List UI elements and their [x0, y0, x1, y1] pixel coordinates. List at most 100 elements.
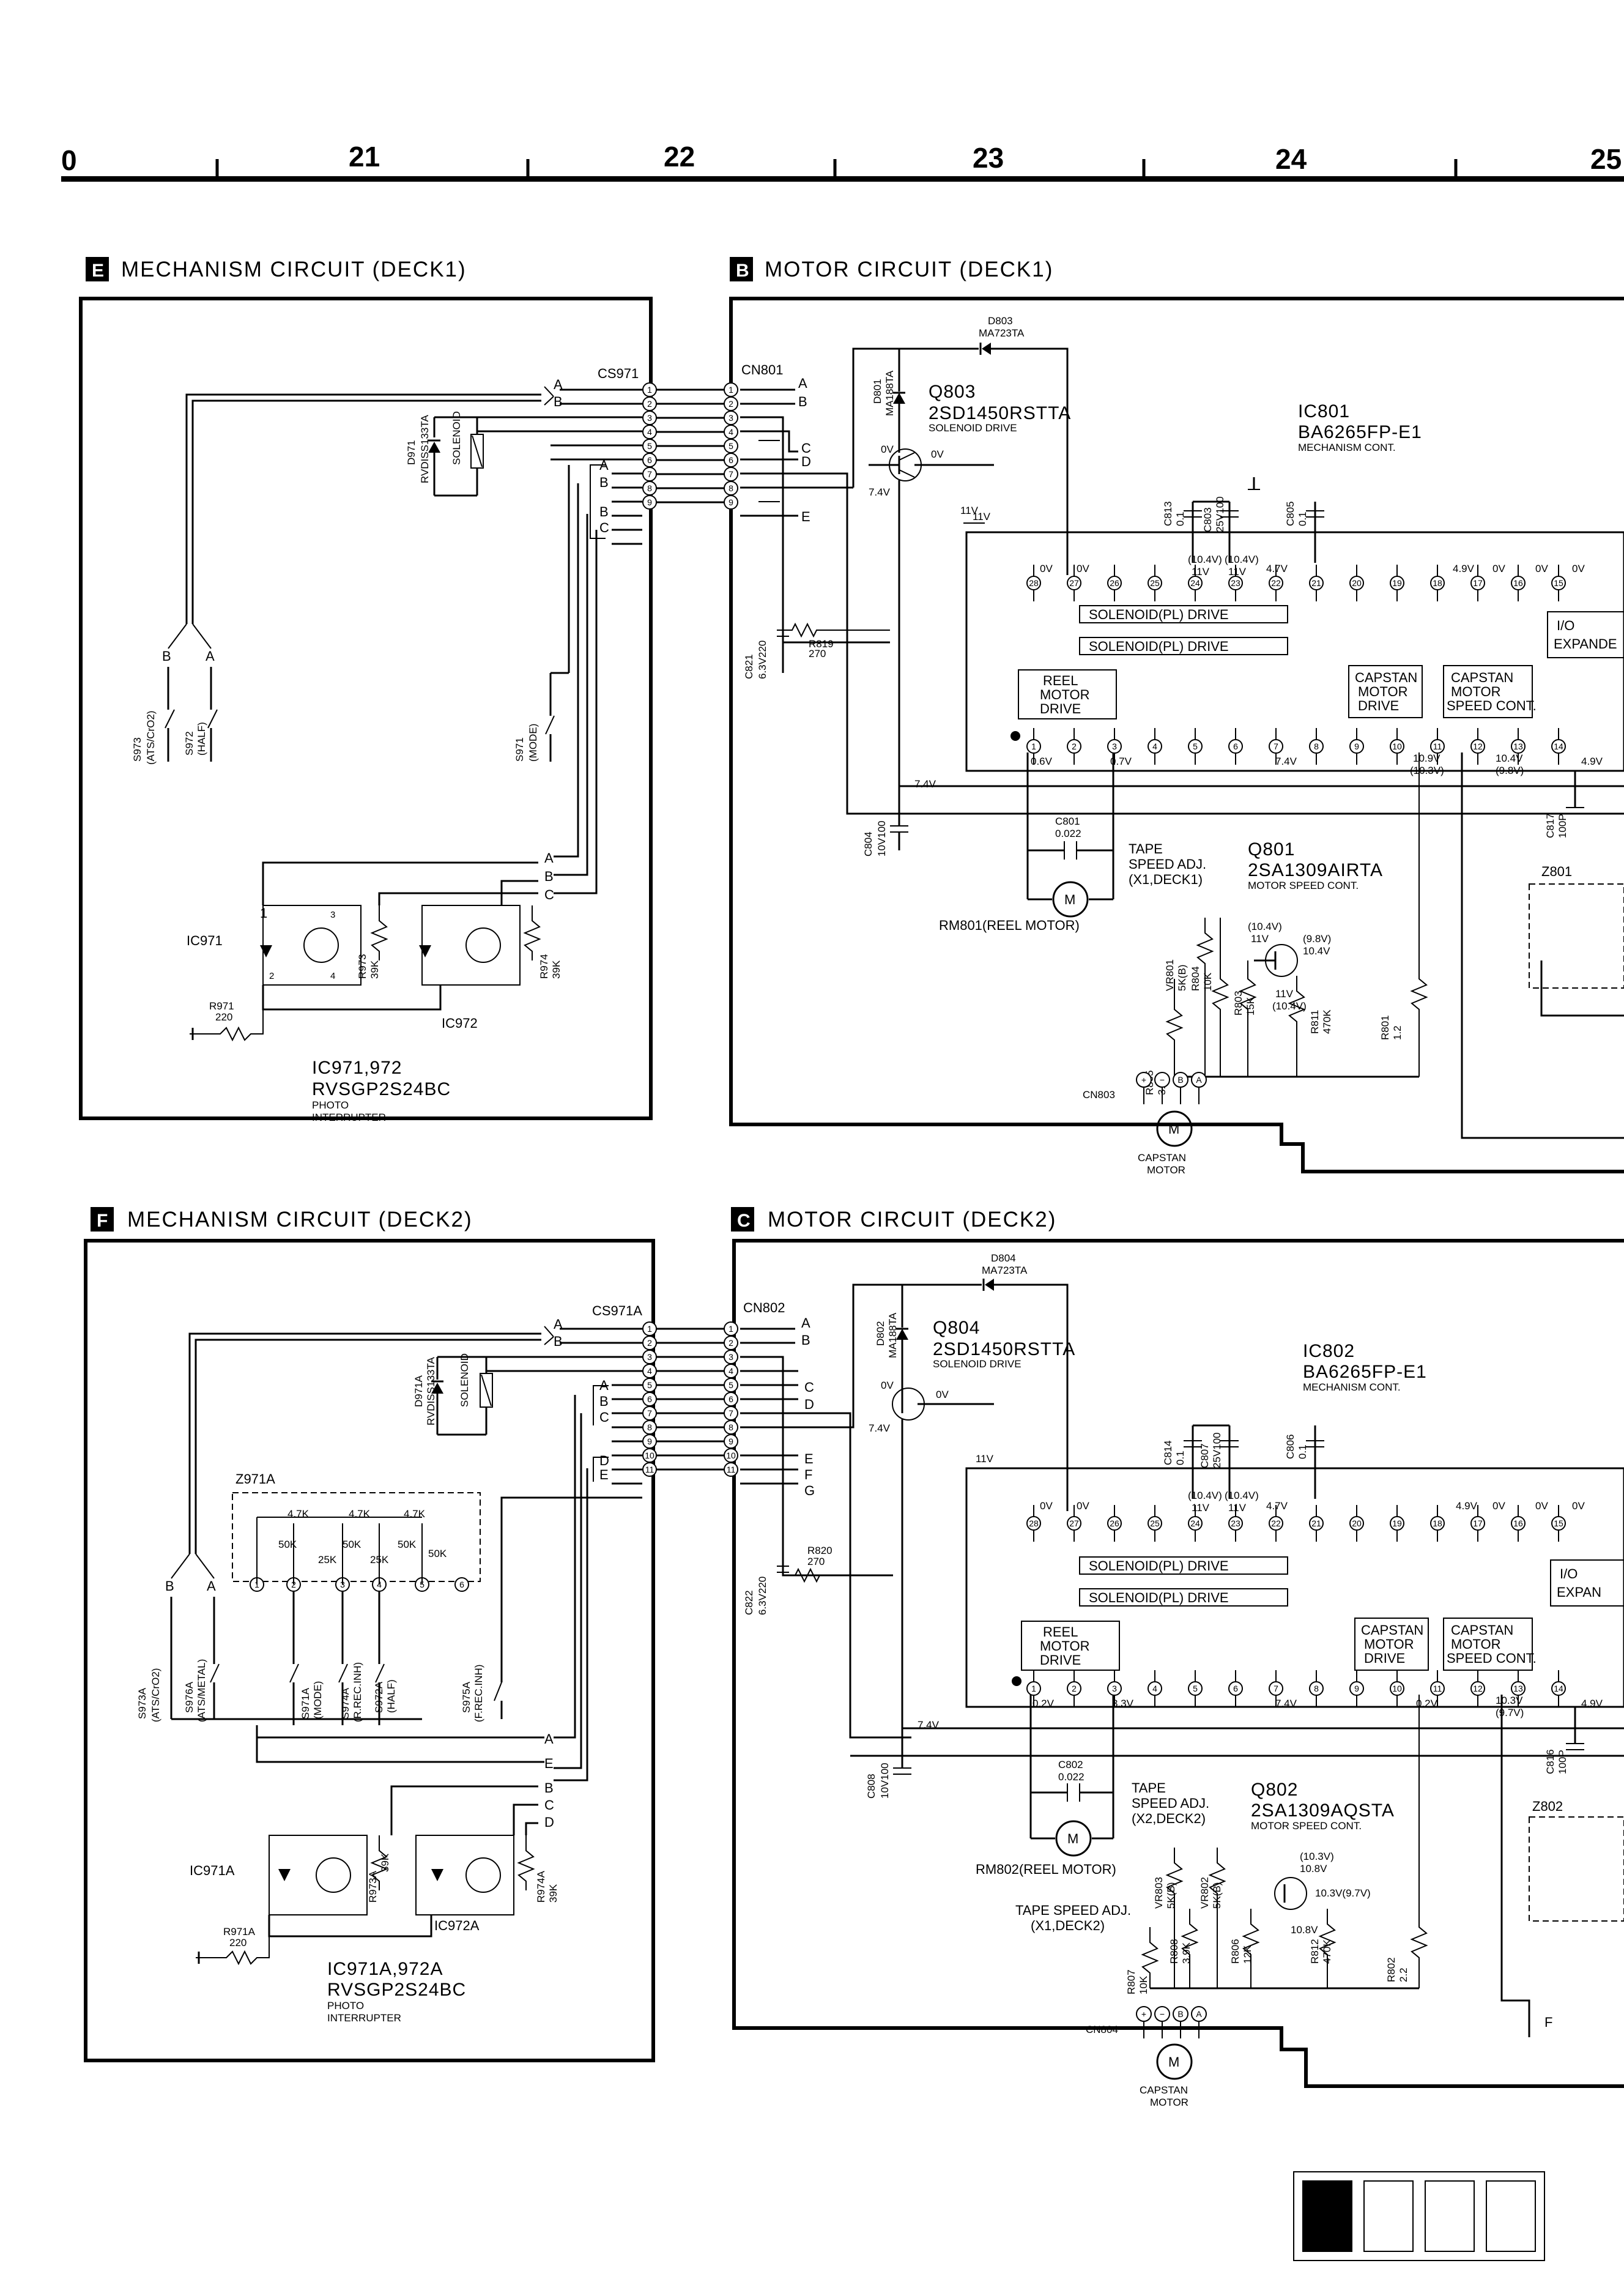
svg-text:Q802: Q802 — [1251, 1780, 1298, 1800]
svg-text:S971A: S971A — [300, 1687, 311, 1719]
svg-text:2SA1309AIRTA: 2SA1309AIRTA — [1248, 860, 1383, 880]
pin-number: 16 — [1513, 1518, 1523, 1528]
svg-text:S974A: S974A — [339, 1687, 351, 1719]
svg-text:A: A — [206, 648, 215, 664]
q803-label: Q803 — [929, 382, 976, 402]
svg-text:Z801: Z801 — [1541, 864, 1572, 879]
pin-number: 7 — [647, 469, 652, 479]
svg-text:SOLENOID DRIVE: SOLENOID DRIVE — [933, 1358, 1021, 1370]
svg-text:11V: 11V — [1275, 988, 1294, 1000]
pin-marker — [724, 495, 738, 510]
pin-number: 4 — [729, 427, 733, 437]
pin-marker — [1309, 739, 1324, 754]
pin-number: 14 — [1554, 1684, 1563, 1693]
svg-text:F: F — [97, 1211, 108, 1231]
svg-text:MOTOR: MOTOR — [1040, 687, 1089, 702]
pin-number: 9 — [1354, 1684, 1359, 1693]
pin-number: 1 — [1031, 741, 1036, 751]
pin-number: 6 — [647, 455, 652, 465]
pin-marker — [1430, 576, 1445, 590]
pin-number: 5 — [647, 1380, 652, 1390]
pin-number: 6 — [729, 455, 733, 465]
pin-number: 7 — [1274, 741, 1278, 751]
pin-number: 22 — [1271, 1518, 1281, 1528]
pin-marker — [1228, 576, 1243, 590]
page-box-2 — [1363, 2180, 1414, 2252]
pin-number: 3 — [647, 1352, 652, 1362]
pin-number: 7 — [647, 1408, 652, 1418]
svg-text:VR801: VR801 — [1164, 959, 1176, 991]
svg-text:INTERRUPTER: INTERRUPTER — [327, 2012, 401, 2024]
svg-text:1.2: 1.2 — [1392, 1025, 1403, 1040]
pin-number: 20 — [1352, 1518, 1362, 1528]
svg-text:0V: 0V — [1040, 1500, 1053, 1512]
pin-marker — [1511, 1516, 1526, 1531]
svg-text:(R.REC.INH): (R.REC.INH) — [352, 1662, 363, 1722]
pin-marker — [1349, 1681, 1364, 1696]
svg-text:C804: C804 — [862, 831, 874, 856]
svg-text:0.022: 0.022 — [1055, 828, 1081, 839]
svg-text:7.4V: 7.4V — [1275, 1698, 1297, 1709]
pin-number: − — [1160, 1075, 1165, 1085]
pin-number: 26 — [1110, 1518, 1119, 1528]
svg-text:SOLENOID(PL) DRIVE: SOLENOID(PL) DRIVE — [1089, 1558, 1229, 1573]
pin-number: 17 — [1473, 578, 1483, 588]
svg-text:SOLENOID(PL) DRIVE: SOLENOID(PL) DRIVE — [1089, 639, 1229, 654]
svg-text:MOTOR SPEED CONT.: MOTOR SPEED CONT. — [1251, 1820, 1362, 1832]
pin-number: 9 — [1354, 741, 1359, 751]
svg-text:D: D — [804, 1397, 814, 1412]
svg-text:1: 1 — [260, 905, 267, 921]
ruler-label-24: 24 — [1275, 143, 1307, 175]
svg-text:RM802(REEL MOTOR): RM802(REEL MOTOR) — [976, 1862, 1116, 1877]
svg-text:S972A: S972A — [373, 1681, 385, 1713]
pin-marker — [1470, 1516, 1485, 1531]
svg-text:RVSGP2S24BC: RVSGP2S24BC — [312, 1079, 451, 1099]
svg-text:M: M — [1168, 2054, 1179, 2070]
svg-text:(F.REC.INH): (F.REC.INH) — [473, 1665, 484, 1722]
svg-text:0.022: 0.022 — [1058, 1771, 1085, 1783]
svg-text:F: F — [804, 1467, 812, 1482]
svg-text:(9.8V): (9.8V) — [1303, 933, 1331, 945]
pin-number: 4 — [729, 1366, 733, 1376]
svg-text:0V: 0V — [1492, 563, 1505, 574]
q801-label: Q801 — [1248, 839, 1295, 860]
svg-text:50K: 50K — [343, 1539, 362, 1550]
svg-text:CAPSTAN: CAPSTAN — [1451, 1622, 1513, 1638]
pin-marker — [1470, 1681, 1485, 1696]
svg-text:11V: 11V — [1192, 1502, 1210, 1514]
svg-text:B: B — [599, 475, 609, 490]
svg-text:10K: 10K — [1138, 1975, 1149, 1994]
svg-text:R974A: R974A — [535, 1870, 547, 1903]
pin-number: 1 — [729, 1324, 733, 1334]
pin-marker — [642, 1462, 657, 1477]
ic802-body — [965, 1467, 1624, 1708]
pin-number: 6 — [647, 1394, 652, 1404]
pin-marker — [1551, 739, 1566, 754]
ic972-body — [421, 905, 521, 986]
pin-marker — [1228, 1681, 1243, 1696]
svg-text:R819: R819 — [809, 638, 834, 650]
pin-number: 21 — [1311, 1518, 1321, 1528]
svg-text:A: A — [544, 850, 554, 866]
svg-text:MOTOR: MOTOR — [1451, 1637, 1500, 1652]
svg-text:(9.7V): (9.7V) — [1496, 1707, 1524, 1718]
svg-text:(10.4V): (10.4V) — [1188, 554, 1222, 565]
pin-marker — [1228, 1516, 1243, 1531]
svg-text:4.7K: 4.7K — [349, 1508, 371, 1520]
pin-marker — [1349, 576, 1364, 590]
pin-marker — [1188, 1681, 1203, 1696]
svg-text:0V: 0V — [931, 448, 944, 460]
pin-number: 4 — [1152, 741, 1157, 751]
svg-text:39K: 39K — [547, 1884, 559, 1903]
svg-text:0.6V: 0.6V — [1031, 756, 1053, 767]
svg-text:11V: 11V — [1251, 933, 1269, 945]
svg-text:C808: C808 — [866, 1774, 877, 1799]
svg-text:(9.8V): (9.8V) — [1496, 765, 1524, 776]
pin-number: 19 — [1392, 1518, 1402, 1528]
svg-text:10V100: 10V100 — [876, 820, 888, 856]
svg-text:4.9V: 4.9V — [1453, 563, 1475, 574]
pin-number: 20 — [1352, 578, 1362, 588]
pin-number: 1 — [729, 385, 733, 395]
svg-text:MA188TA: MA188TA — [887, 1312, 899, 1358]
pin-number: 2 — [1072, 1684, 1077, 1693]
